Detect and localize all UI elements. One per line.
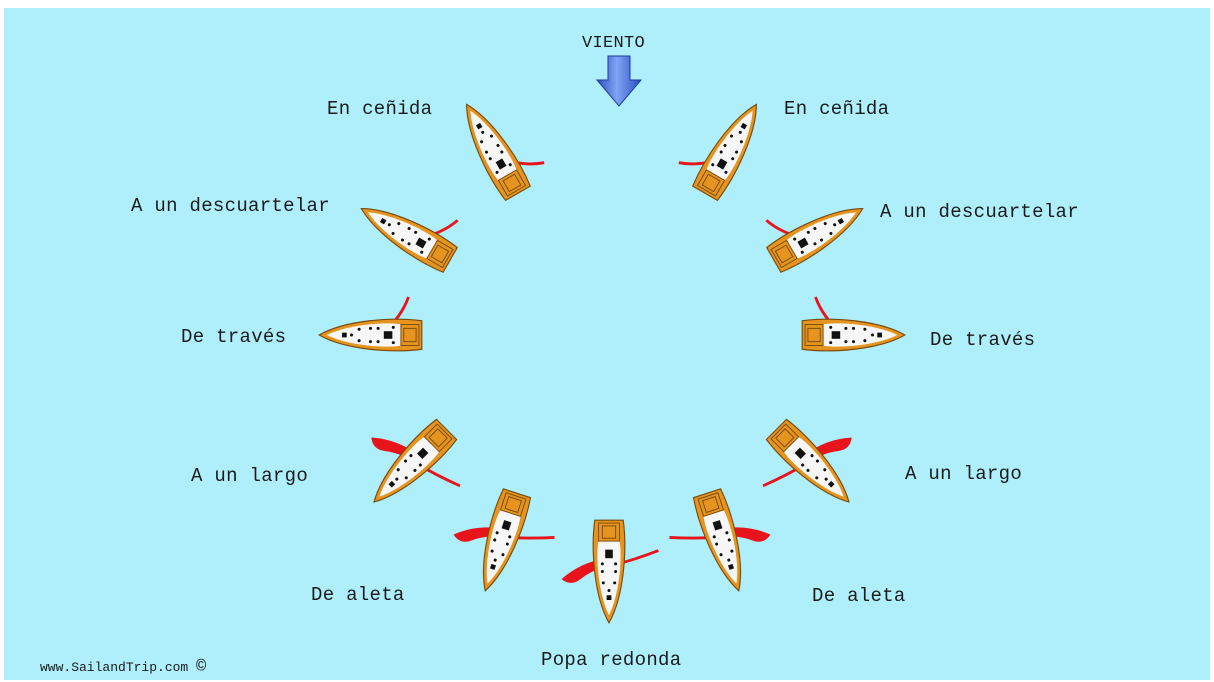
boat-close-reach-starboard <box>755 176 871 274</box>
boat-quartering-starboard <box>660 479 784 607</box>
label-quartering-port: De aleta <box>311 584 405 606</box>
label-quartering-starboard: De aleta <box>812 585 906 607</box>
boat-broad-reach-port <box>340 396 481 537</box>
copyright-icon: © <box>196 658 206 677</box>
boat-quartering-port <box>440 479 564 607</box>
boat-beam-reach-port <box>319 297 422 351</box>
boat-running <box>562 520 659 623</box>
wind-label: VIENTO <box>582 34 645 53</box>
label-close-hauled-starboard: En ceñida <box>784 98 889 120</box>
boat-close-reach-port <box>353 176 469 274</box>
credit: www.SailandTrip.com © <box>40 658 206 677</box>
label-broad-reach-starboard: A un largo <box>905 463 1022 485</box>
label-running: Popa redonda <box>541 649 681 671</box>
label-beam-reach-starboard: De través <box>930 329 1035 351</box>
boat-close-hauled-port <box>453 85 551 201</box>
boat-close-hauled-starboard <box>672 85 770 201</box>
label-close-reach-starboard: A un descuartelar <box>880 201 1079 223</box>
boat-beam-reach-starboard <box>802 297 905 351</box>
sailing-diagram: VIENTO En ceñida En ceñida A un descuart… <box>4 8 1210 680</box>
boat-broad-reach-starboard <box>742 396 883 537</box>
label-beam-reach-port: De través <box>181 326 286 348</box>
label-broad-reach-port: A un largo <box>191 465 308 487</box>
label-close-hauled-port: En ceñida <box>327 98 432 120</box>
label-close-reach-port: A un descuartelar <box>131 195 330 217</box>
credit-url: www.SailandTrip.com <box>40 660 188 675</box>
